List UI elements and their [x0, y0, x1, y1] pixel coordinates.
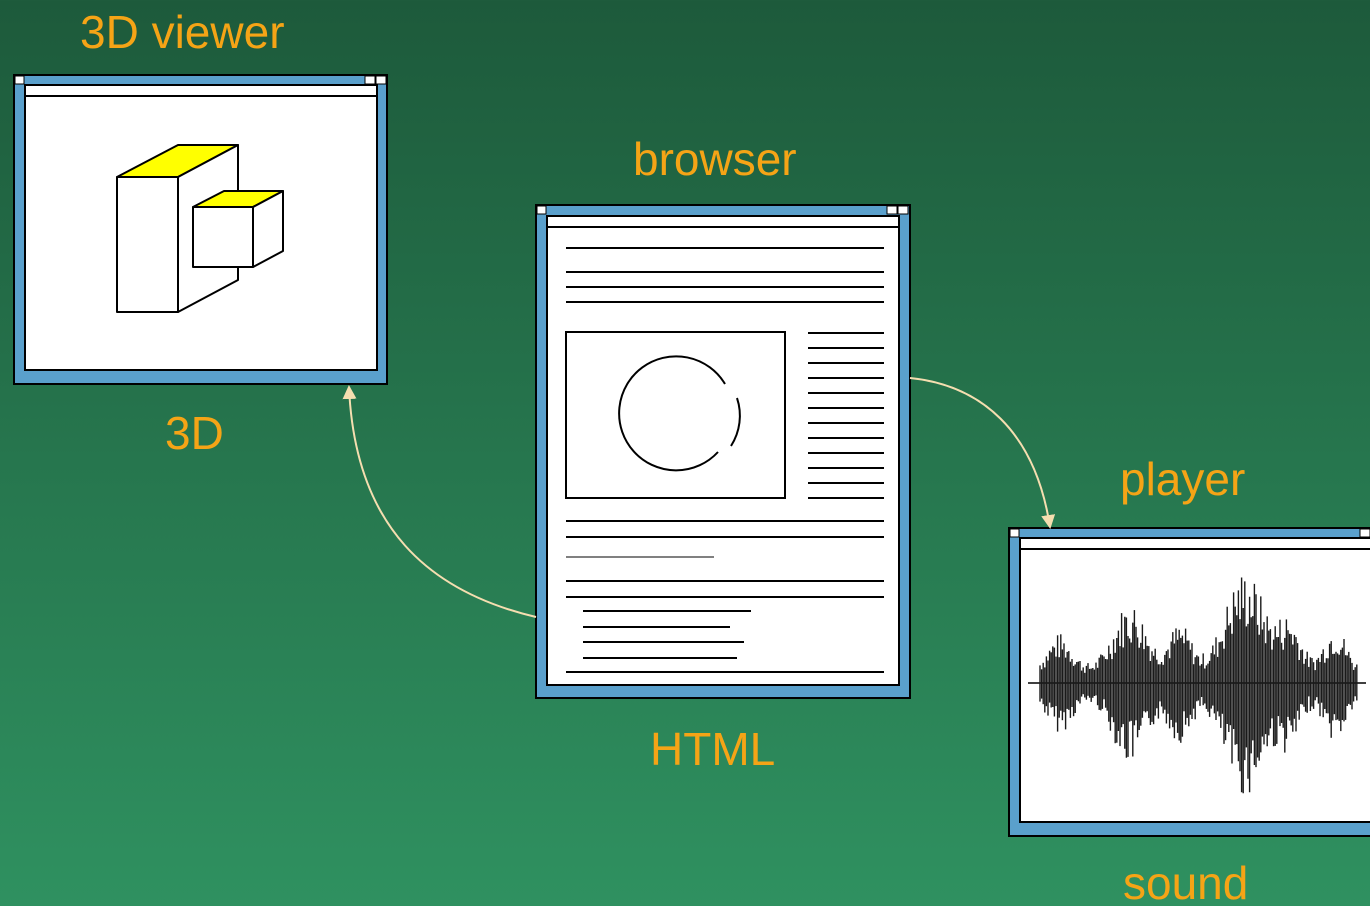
player-window — [1008, 527, 1370, 837]
circle-graphic — [618, 355, 741, 472]
player-maximize-box[interactable] — [1359, 528, 1370, 538]
browser-system-box[interactable] — [536, 205, 547, 215]
player-caption: sound — [1123, 857, 1249, 906]
viewer-close-box[interactable] — [375, 75, 387, 85]
browser-maximize-box[interactable] — [886, 205, 898, 215]
browser-to-player-arrow — [909, 377, 1056, 529]
cube-graphic — [116, 144, 284, 313]
small-cube-front — [192, 206, 254, 268]
browser-close-box[interactable] — [897, 205, 909, 215]
page-text-lines — [566, 247, 884, 673]
browser-to-viewer-arrow — [342, 385, 537, 618]
viewer-maximize-box[interactable] — [364, 75, 376, 85]
browser-caption: HTML — [650, 723, 776, 775]
player-system-box[interactable] — [1009, 528, 1020, 538]
waveform — [1039, 577, 1358, 794]
browser-title: browser — [633, 133, 797, 185]
viewer-title: 3D viewer — [80, 6, 285, 58]
large-cube-front — [116, 176, 179, 313]
viewer-window — [13, 74, 388, 385]
browser-window — [535, 204, 911, 699]
viewer-system-box[interactable] — [14, 75, 25, 85]
player-title: player — [1120, 453, 1246, 505]
viewer-caption: 3D — [165, 407, 224, 459]
